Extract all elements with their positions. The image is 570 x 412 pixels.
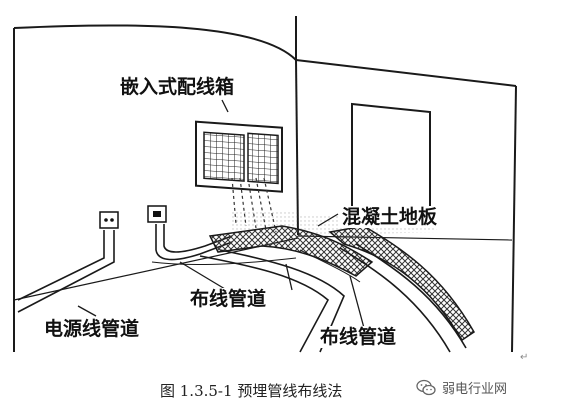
wall-outlet-2 — [147, 205, 167, 223]
watermark-text: 弱电行业网 — [442, 382, 508, 397]
doorway — [351, 102, 431, 209]
figure-caption: 图 1.3.5-1 预埋管线布线法 — [160, 382, 343, 400]
label-power-conduit: 电源线管道 — [42, 318, 142, 340]
label-concrete-floor: 混凝土地板 — [340, 206, 440, 228]
text-cursor-mark: ↵ — [520, 352, 529, 363]
right-duct-shape — [299, 243, 467, 353]
label-distribution-box: 嵌入式配线箱 — [118, 76, 237, 98]
center-duct-shape — [151, 224, 345, 353]
label-wiring-duct-center: 布线管道 — [188, 288, 269, 310]
pipe-layout-illustration — [13, 16, 517, 353]
distribution-box-shape — [195, 120, 283, 193]
power-conduit-shape — [17, 230, 115, 313]
wechat-icon — [416, 379, 436, 395]
label-wiring-duct-right: 布线管道 — [318, 326, 399, 348]
wall-outlet-1 — [99, 211, 119, 229]
leader-lines — [77, 99, 365, 329]
watermark: 弱电行业网 — [416, 378, 507, 397]
floor-pipe-bundle — [208, 225, 475, 342]
